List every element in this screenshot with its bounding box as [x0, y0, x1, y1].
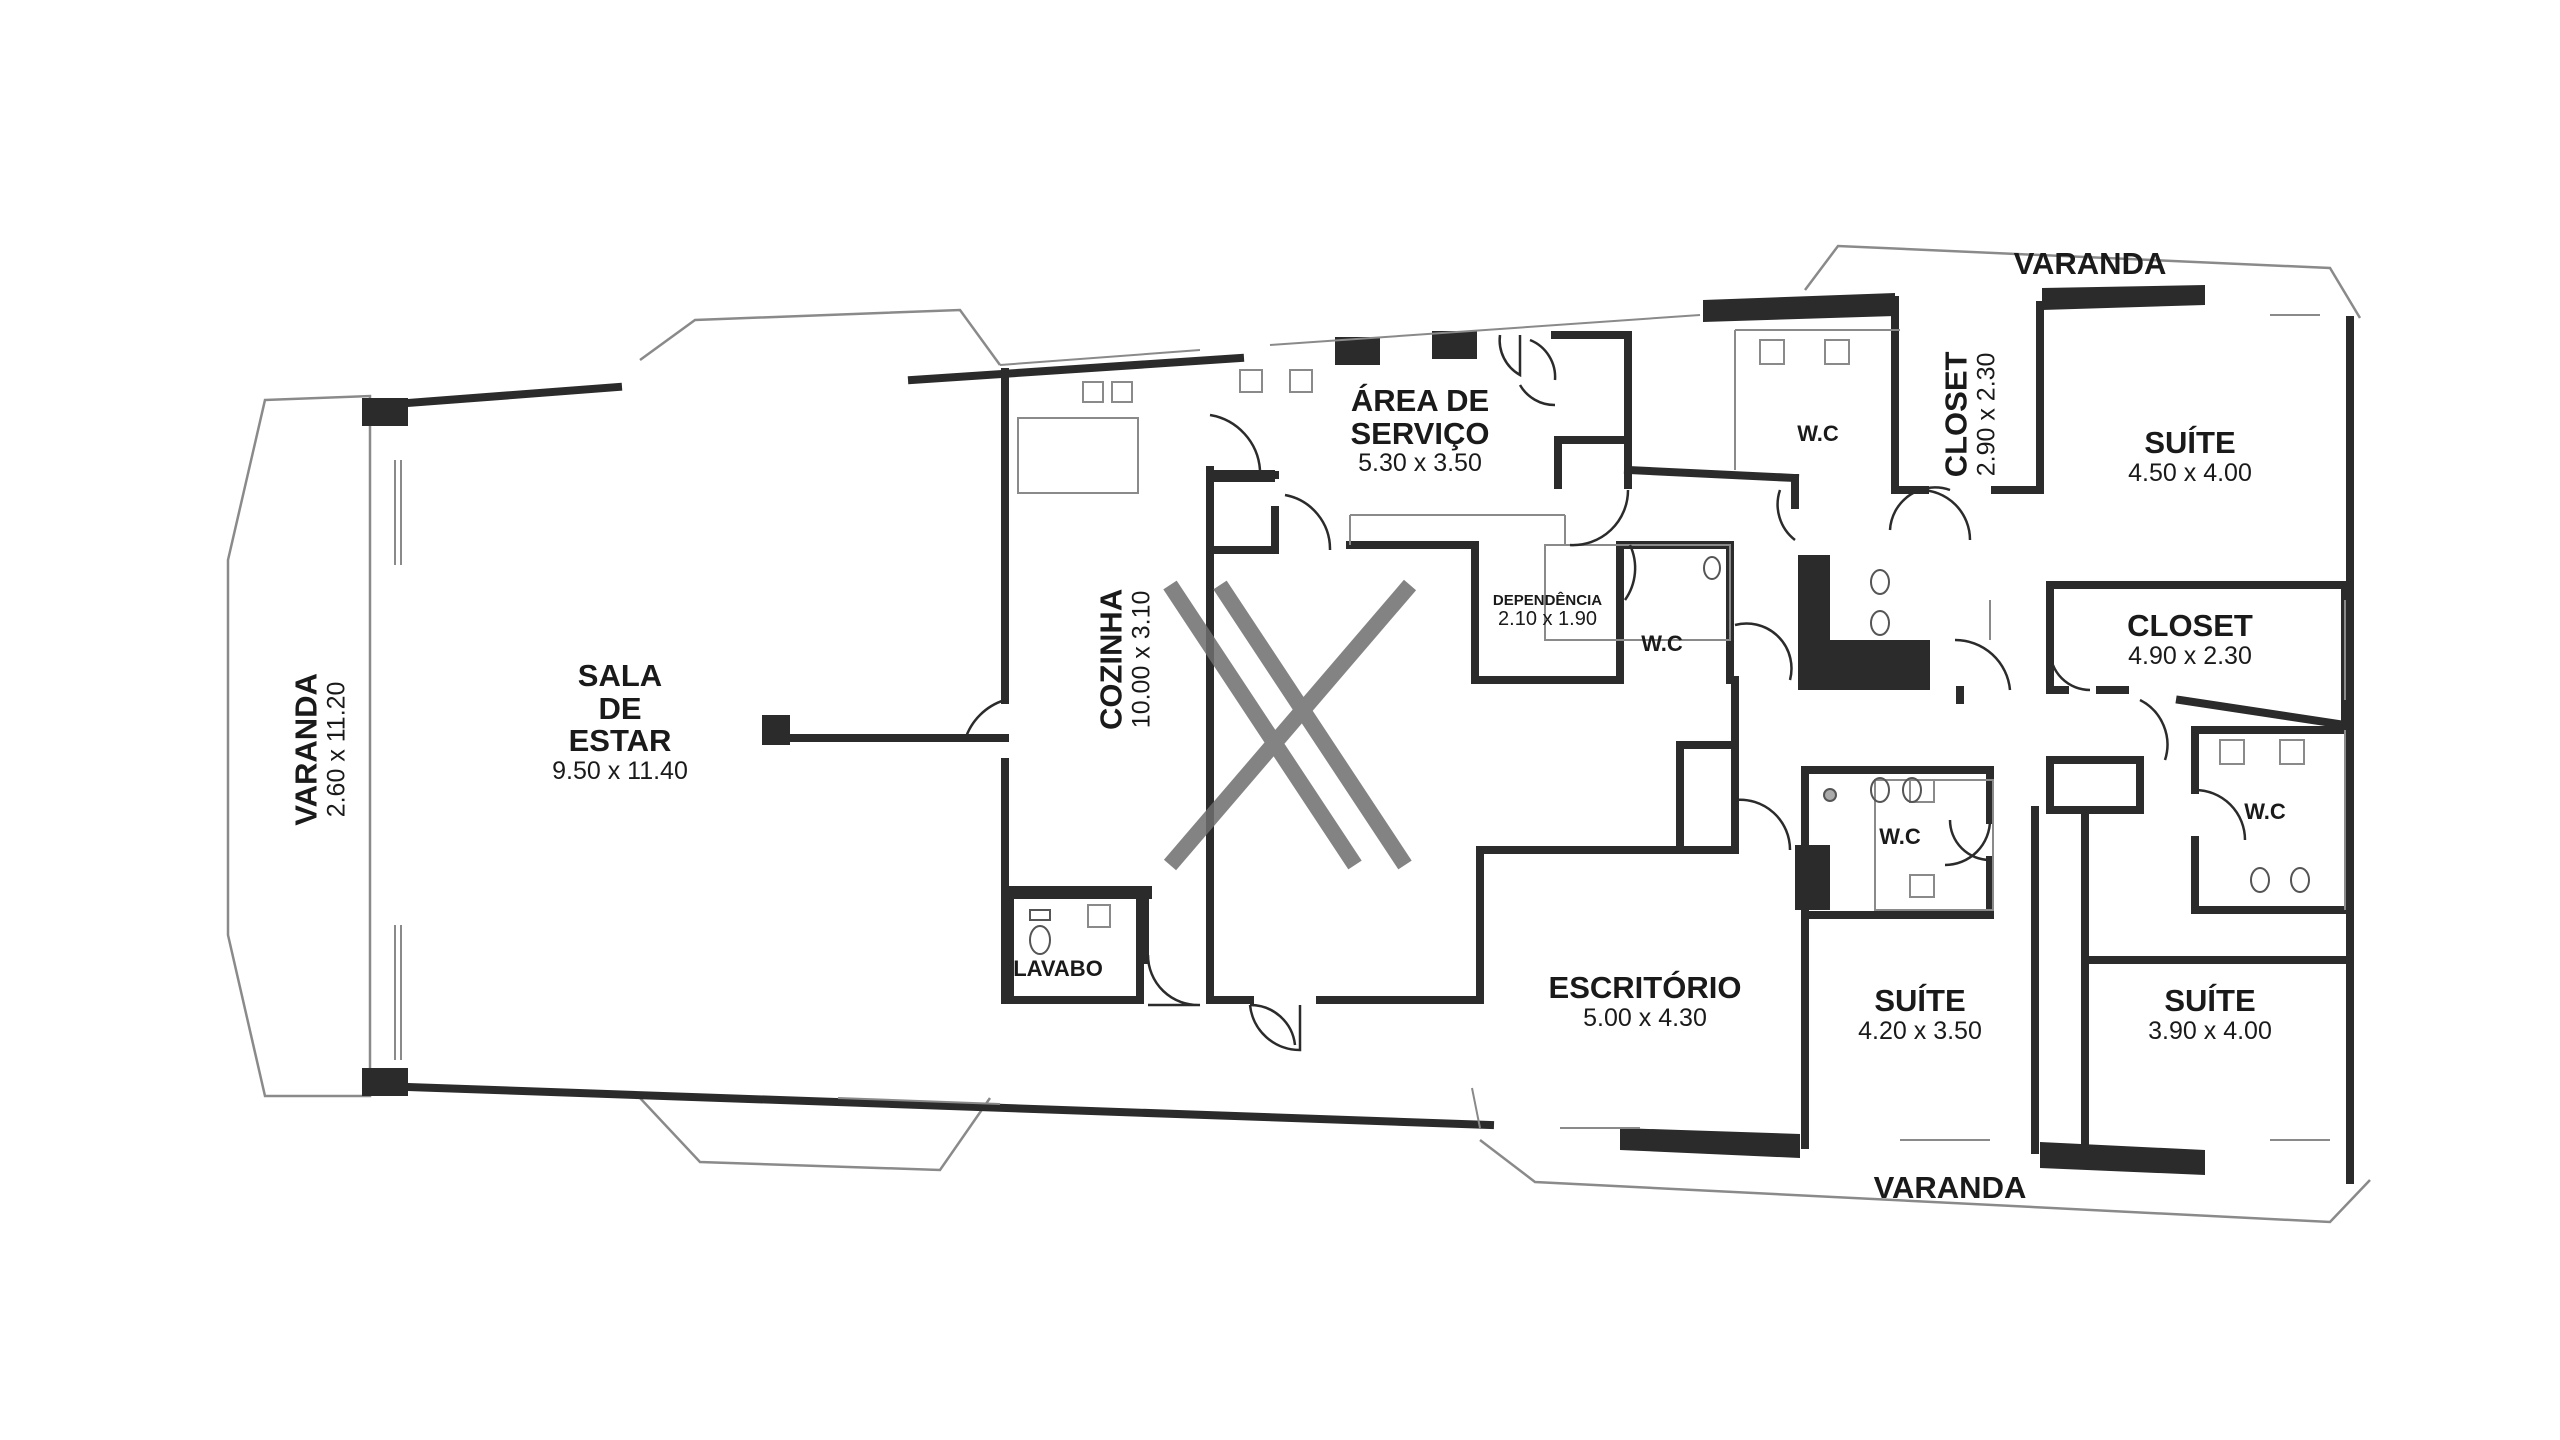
- walls: [403, 296, 2354, 1184]
- area-servico-name-1: ÁREA DE: [1350, 383, 1490, 418]
- door-swing-icon: [963, 334, 2247, 1052]
- sala-dims: 9.50 x 11.40: [552, 756, 688, 785]
- label-sala-de-estar: SALA DE ESTAR 9.50 x 11.40: [540, 658, 700, 785]
- solid-walls: [362, 285, 2205, 1175]
- label-area-de-servico: ÁREA DE SERVIÇO 5.30 x 3.50: [1320, 383, 1520, 478]
- label-wc-top: W.C: [1797, 421, 1839, 446]
- label-suite-right: SUÍTE 3.90 x 4.00: [2120, 983, 2300, 1045]
- closet-right-name: CLOSET: [2127, 608, 2253, 643]
- sink-icon: [1082, 339, 2305, 928]
- suite-right-dims: 3.90 x 4.00: [2148, 1016, 2272, 1045]
- varanda-left-dims: 2.60 x 11.20: [322, 681, 351, 818]
- watermark-x-logo: [1163, 579, 1417, 871]
- label-wc-right: W.C: [2244, 799, 2286, 824]
- dependencia-name: DEPENDÊNCIA: [1492, 592, 1603, 609]
- label-varanda-bottom: VARANDA: [1850, 1170, 2050, 1205]
- suite-top-name: SUÍTE: [2144, 425, 2236, 460]
- suite-mid-name: SUÍTE: [1874, 983, 1966, 1018]
- label-lavabo: LAVABO: [1013, 956, 1103, 981]
- varanda-bottom-name: VARANDA: [1873, 1170, 2027, 1205]
- suite-top-dims: 4.50 x 4.00: [2128, 458, 2252, 487]
- sala-name-1: SALA: [577, 658, 663, 693]
- dependencia-dims: 2.10 x 1.90: [1498, 607, 1597, 630]
- sala-name-3: ESTAR: [568, 723, 672, 759]
- closet-top-dims: 2.90 x 2.30: [1972, 352, 2001, 477]
- escritorio-name: ESCRITÓRIO: [1548, 970, 1742, 1005]
- suite-mid-dims: 4.20 x 3.50: [1858, 1016, 1982, 1045]
- windows: [394, 314, 2346, 1141]
- suite-right-name: SUÍTE: [2164, 983, 2256, 1018]
- label-closet-right: CLOSET 4.90 x 2.30: [2100, 608, 2280, 670]
- varanda-top-name: VARANDA: [2013, 246, 2167, 281]
- label-varanda-left: VARANDA 2.60 x 11.20: [288, 629, 351, 869]
- closet-right-dims: 4.90 x 2.30: [2128, 641, 2252, 670]
- label-cozinha: COZINHA 10.00 x 3.10: [1093, 549, 1156, 769]
- escritorio-dims: 5.00 x 4.30: [1583, 1003, 1707, 1032]
- label-escritorio: ESCRITÓRIO 5.00 x 4.30: [1525, 970, 1765, 1032]
- terrace-outlines: [226, 244, 2371, 1224]
- label-wc-dependencia: W.C: [1641, 631, 1683, 656]
- varanda-left-name: VARANDA: [288, 673, 324, 826]
- sala-name-2: DE: [598, 690, 642, 726]
- cozinha-name: COZINHA: [1093, 588, 1129, 731]
- label-suite-mid: SUÍTE 4.20 x 3.50: [1830, 983, 2010, 1045]
- label-dependencia: DEPENDÊNCIA 2.10 x 1.90: [1475, 593, 1620, 630]
- label-suite-top: SUÍTE 4.50 x 4.00: [2100, 425, 2280, 487]
- toilet-icon: [1029, 556, 2310, 955]
- label-varanda-top: VARANDA: [1990, 246, 2190, 281]
- area-servico-dims: 5.30 x 3.50: [1358, 449, 1482, 478]
- label-closet-top: CLOSET 2.90 x 2.30: [1938, 329, 2001, 499]
- cozinha-dims: 10.00 x 3.10: [1127, 590, 1156, 729]
- label-wc-mid: W.C: [1879, 824, 1921, 849]
- closet-top-name: CLOSET: [1938, 351, 1974, 478]
- area-servico-name-2: SERVIÇO: [1350, 415, 1490, 451]
